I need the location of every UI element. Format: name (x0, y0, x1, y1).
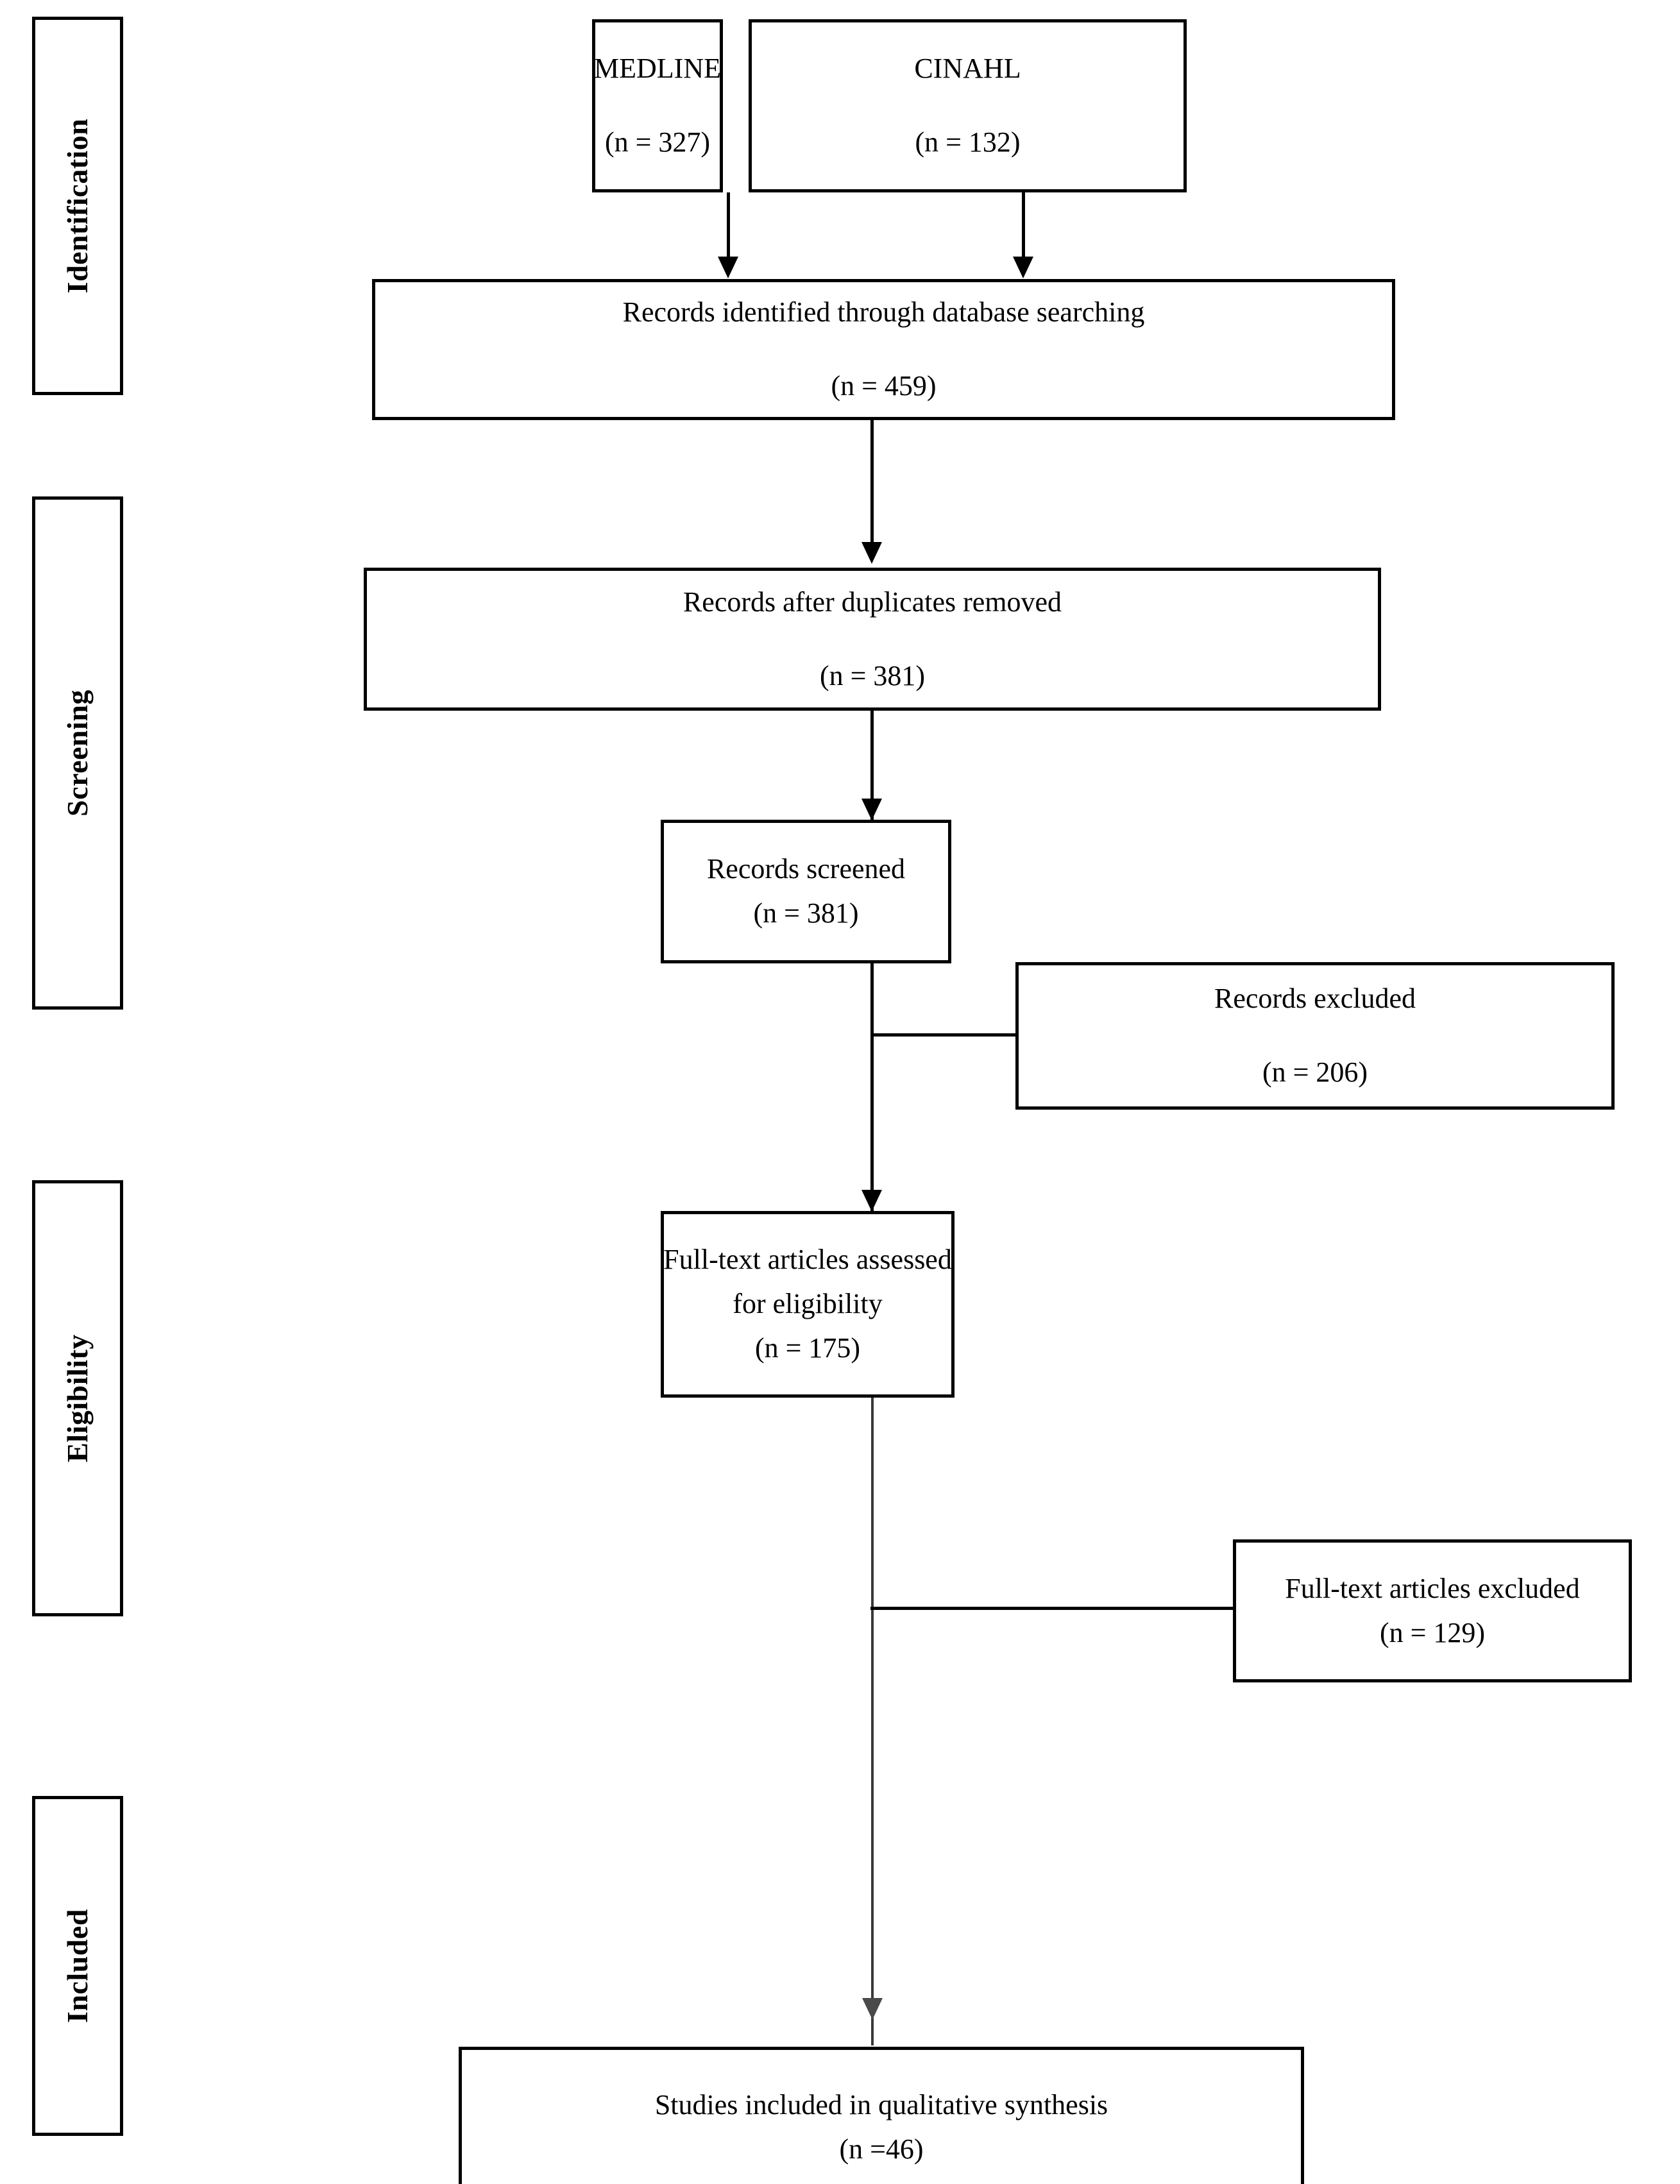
arrowhead-screened-to-fulltext (861, 1190, 882, 1212)
phase-identification-label: Identification (61, 118, 94, 294)
node-records-screened: Records screened (n = 381) (661, 820, 951, 963)
phase-included-label: Included (61, 1909, 94, 2023)
node-cinahl: CINAHL (n = 132) (749, 19, 1187, 192)
node-medline-title: MEDLINE (594, 53, 721, 85)
arrowhead-identified-to-deduped (861, 542, 882, 564)
arrowhead-fulltext-to-included (862, 1998, 883, 2020)
node-records-excluded-title: Records excluded (1214, 983, 1416, 1015)
node-records-screened-title: Records screened (706, 853, 906, 885)
node-records-excluded: Records excluded (n = 206) (1015, 962, 1615, 1110)
node-fulltext-excluded-title: Full-text articles excluded (1285, 1572, 1580, 1604)
node-records-excluded-count: (n = 206) (1262, 1056, 1368, 1088)
phase-identification: Identification (32, 17, 123, 395)
node-medline-count: (n = 327) (604, 126, 711, 158)
node-medline: MEDLINE (n = 327) (592, 19, 723, 192)
connector-fulltext-to-included (871, 1398, 874, 2045)
arrowhead-deduped-to-screened (861, 799, 882, 820)
phase-eligibility-label: Eligibility (61, 1334, 94, 1462)
node-fulltext-excluded: Full-text articles excluded (n = 129) (1233, 1539, 1632, 1682)
node-fulltext-excluded-count: (n = 129) (1379, 1616, 1486, 1648)
node-records-deduped-count: (n = 381) (819, 659, 926, 691)
connector-screened-to-fulltext (870, 963, 874, 1238)
connector-medline-to-identified (727, 192, 730, 262)
node-records-screened-count: (n = 381) (753, 897, 859, 929)
node-fulltext-assessed-line1: Full-text articles assessed (663, 1244, 952, 1276)
connector-cinahl-to-identified (1022, 192, 1025, 262)
node-fulltext-assessed-count: (n = 175) (754, 1332, 861, 1364)
node-studies-included-title: Studies included in qualitative synthesi… (654, 2089, 1108, 2121)
phase-included: Included (32, 1796, 123, 2136)
phase-screening: Screening (32, 496, 123, 1010)
node-records-deduped-title: Records after duplicates removed (683, 586, 1062, 618)
node-records-deduped: Records after duplicates removed (n = 38… (364, 568, 1381, 711)
arrowhead-cinahl-to-identified (1013, 257, 1033, 278)
node-records-identified-count: (n = 459) (831, 370, 937, 402)
node-records-identified-title: Records identified through database sear… (622, 296, 1145, 328)
connector-identified-to-deduped (870, 420, 874, 546)
node-fulltext-assessed-line2: for eligibility (733, 1288, 883, 1320)
node-cinahl-title: CINAHL (914, 53, 1021, 85)
node-studies-included-count: (n =46) (839, 2133, 924, 2165)
connector-deduped-to-screened (870, 711, 874, 825)
node-fulltext-assessed: Full-text articles assessed for eligibil… (661, 1211, 955, 1398)
node-records-identified: Records identified through database sear… (372, 279, 1395, 420)
phase-eligibility: Eligibility (32, 1180, 123, 1616)
connector-fulltext-to-fulltext-excluded (870, 1607, 1235, 1610)
node-cinahl-count: (n = 132) (915, 126, 1021, 158)
connector-screened-to-records-excluded (870, 1033, 1017, 1037)
phase-screening-label: Screening (61, 690, 94, 817)
arrowhead-medline-to-identified (718, 257, 738, 278)
node-studies-included: Studies included in qualitative synthesi… (459, 2047, 1304, 2184)
